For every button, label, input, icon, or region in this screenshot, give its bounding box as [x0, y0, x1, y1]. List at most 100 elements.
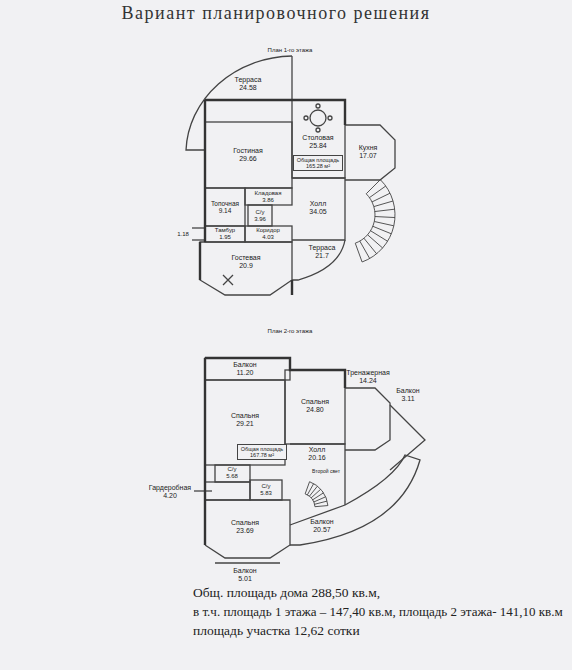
stair-step [372, 193, 390, 202]
outer-wall [205, 358, 345, 545]
stair-step [314, 497, 326, 502]
room-area: 3.96 [254, 216, 266, 223]
room-name: Холл [309, 200, 327, 208]
room-label: С/у5.68 [226, 466, 238, 479]
dining-table [310, 110, 326, 126]
room-area: 14.24 [346, 377, 389, 385]
room-label: Топочная9.14 [211, 200, 239, 214]
room-name: Тренажерная [346, 369, 389, 377]
room-name: Гардеробная [149, 484, 191, 492]
balcony [215, 562, 280, 563]
chair [304, 116, 308, 120]
room-name: Общая площадь [241, 446, 284, 452]
room-area: 25.84 [302, 142, 333, 150]
room-area: 4.03 [256, 234, 280, 241]
room-name: Спальня [231, 519, 259, 527]
balcony [205, 358, 290, 380]
stair-step [355, 243, 362, 262]
floor-2-walls [194, 358, 425, 563]
room-area: 3.11 [396, 395, 419, 403]
room-area: 4.20 [149, 492, 191, 500]
terrace-outline [292, 240, 345, 280]
stair-step [315, 506, 328, 507]
caption-line: Общ. площадь дома 288,50 кв.м, [193, 585, 380, 601]
room-label: Тамбур1.95 [215, 227, 235, 240]
room-name: Спальня [301, 398, 329, 406]
chair [316, 128, 320, 132]
room-area: 17.07 [359, 152, 378, 160]
room-area: 5.83 [260, 490, 272, 497]
chair [328, 116, 332, 120]
room-name: Терраса [309, 244, 336, 252]
area-box: Общая площадь165.28 м² [293, 155, 344, 171]
room-area: 3.86 [255, 197, 282, 204]
stair-step [374, 221, 394, 225]
room-label: Балкон3.11 [396, 387, 419, 402]
room-name: Топочная [211, 200, 239, 207]
room-area: 167.78 м² [241, 452, 284, 458]
room-name: Гостиная [233, 147, 262, 155]
balcony [290, 455, 420, 545]
room-label: Балкон20.57 [310, 518, 333, 533]
floor-1-outer [200, 100, 345, 295]
wc [248, 205, 272, 226]
boiler-room [205, 188, 245, 226]
room-name: Балкон [233, 567, 256, 575]
room-area: 5.01 [233, 575, 256, 583]
room-label: Терраса24.58 [235, 76, 262, 91]
vestibule [205, 226, 245, 242]
staircase [355, 180, 395, 262]
stair-step [307, 484, 313, 495]
room-name: Терраса [235, 76, 262, 84]
bedroom [205, 500, 290, 558]
dining-room [292, 100, 345, 178]
leader-line [194, 490, 212, 491]
room-area: 24.58 [235, 84, 262, 92]
room-label: Кладовая3.86 [255, 190, 282, 203]
hall [292, 178, 345, 240]
stair-edge [362, 180, 395, 262]
room-area: 24.80 [301, 406, 329, 414]
room-label: Столовая25.84 [302, 134, 333, 149]
room-name: С/у [260, 483, 272, 490]
bed-mark [223, 275, 233, 285]
room-area: 29.21 [231, 420, 259, 428]
room-label: Гостиная29.66 [233, 147, 262, 162]
chair [316, 104, 320, 108]
room-label: Спальня24.80 [301, 398, 329, 413]
room-label: Спальня29.21 [231, 412, 259, 427]
guest-room [200, 242, 292, 295]
plan-label: Второй свет [312, 469, 340, 475]
room-area: 165.28 м² [297, 163, 340, 169]
room-name: Столовая [302, 134, 333, 142]
room-area: 9.14 [211, 207, 239, 214]
stair-step [360, 241, 370, 258]
floor-1-walls [186, 56, 395, 295]
room-area: 23.69 [231, 527, 259, 535]
staircase [305, 482, 328, 507]
room-label: Тренажерная14.24 [346, 369, 389, 384]
room-label: Балкон5.01 [233, 567, 256, 582]
room-label: С/у5.83 [260, 483, 272, 496]
room-name: Тамбур [215, 227, 235, 234]
pantry [245, 188, 292, 205]
title: Вариант планировочного решения [0, 3, 552, 24]
room-label: Холл34.05 [309, 200, 327, 215]
floor-2-outer [205, 358, 345, 545]
stair-step [373, 226, 392, 234]
room-name: Общая площадь [297, 157, 340, 163]
outer-wall [200, 100, 345, 295]
kitchen [345, 125, 395, 180]
wc [250, 480, 282, 500]
stair-step [375, 217, 395, 218]
living-room [205, 122, 292, 188]
room-name: Балкон [310, 518, 333, 526]
wc [215, 465, 250, 482]
stair-step [369, 186, 385, 198]
room-name: Гостевая [231, 254, 260, 262]
room-label: Балкон11.20 [233, 361, 256, 376]
gym [345, 388, 390, 450]
room-area: 11.20 [233, 369, 256, 377]
room-area: 5.68 [226, 473, 238, 480]
